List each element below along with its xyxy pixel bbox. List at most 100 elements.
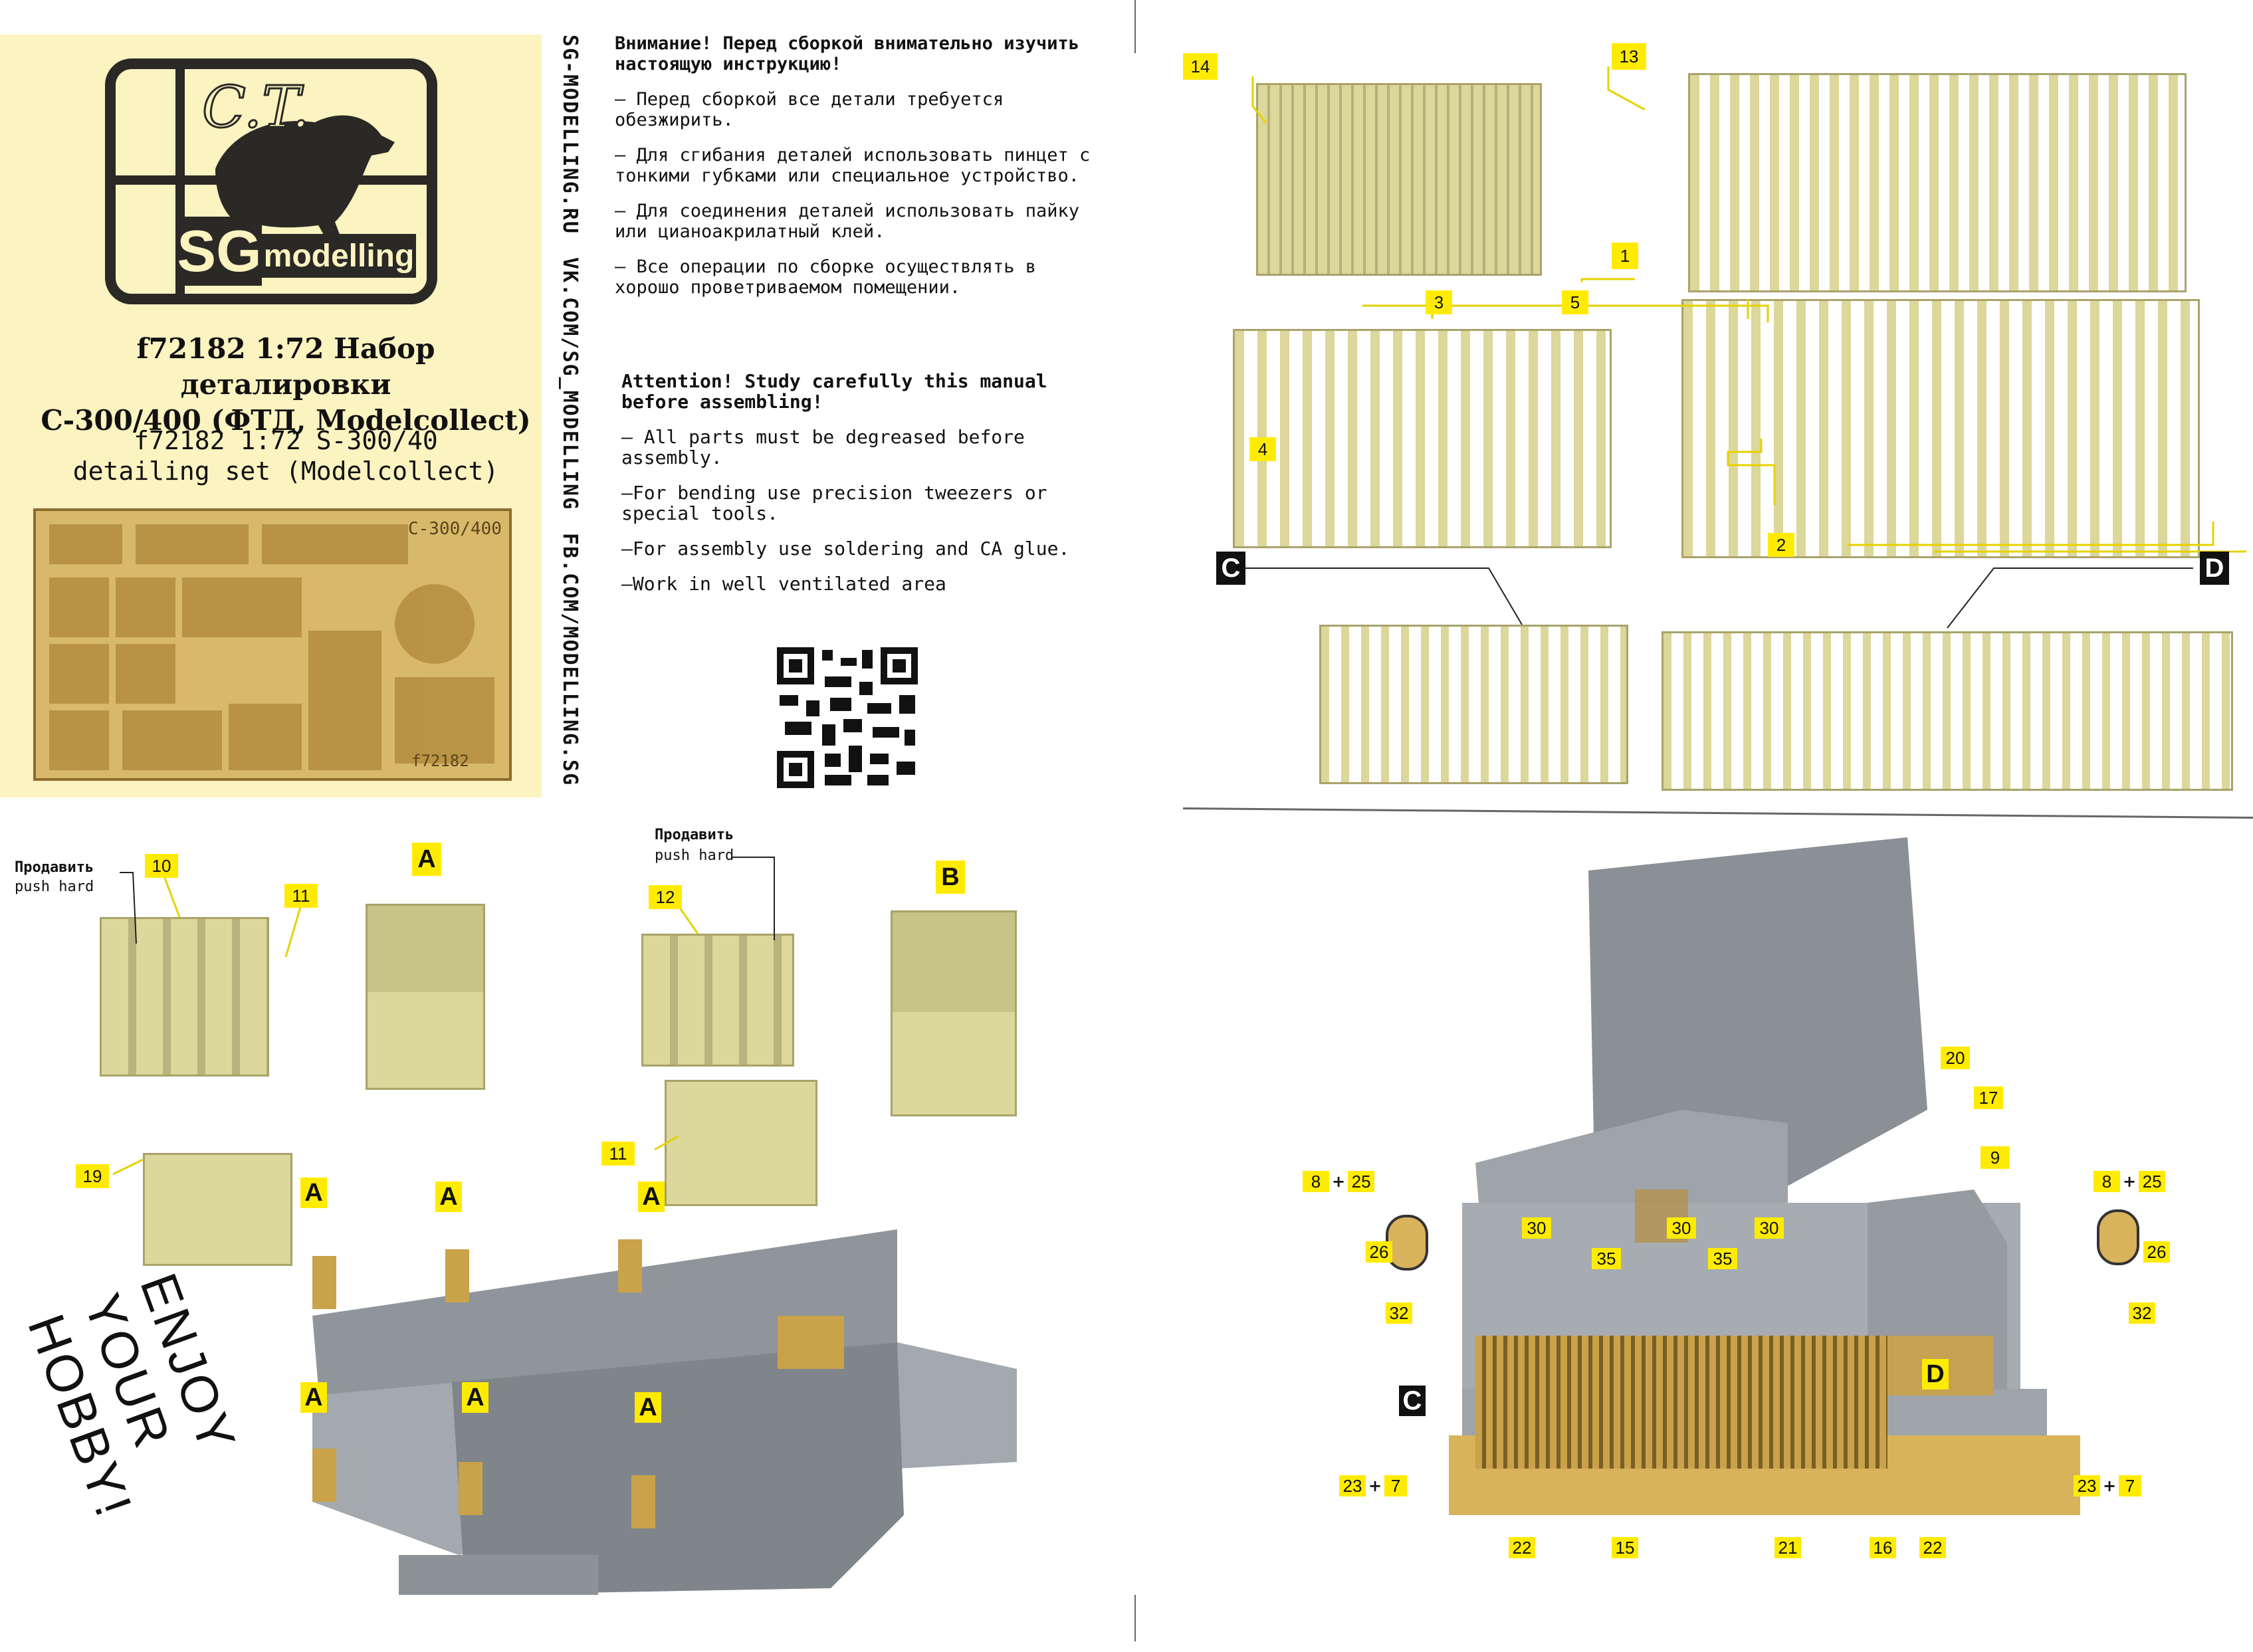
title-en-line1: f72182 1:72 S-300/40 bbox=[134, 426, 438, 455]
slogan-block: ENJOY YOUR HOBBY! bbox=[17, 1236, 247, 1582]
push-note-en-left: push hard bbox=[15, 878, 94, 895]
flaps-diagram: Продавить push hard Продавить push hard … bbox=[0, 824, 1037, 1266]
callout-7: 7 bbox=[2119, 1475, 2142, 1497]
instruction-en-item: – All parts must be degreased before ass… bbox=[621, 426, 1025, 468]
callout-25: 25 bbox=[1348, 1171, 1375, 1192]
part-10-flap bbox=[100, 917, 269, 1077]
instructions-en-heading: Attention! Study carefully this manual b… bbox=[621, 370, 1047, 413]
callout-8: 8 bbox=[1303, 1171, 1329, 1192]
callout-16: 16 bbox=[1870, 1537, 1896, 1558]
part-19-plate bbox=[143, 1153, 292, 1266]
callout-21: 21 bbox=[1774, 1537, 1801, 1558]
callout-group-23-7-left: 23 + 7 bbox=[1339, 1475, 1408, 1497]
instructions-ru: Внимание! Перед сборкой внимательно изуч… bbox=[615, 33, 1093, 298]
callout-group-23-7-right: 23 + 7 bbox=[2074, 1475, 2142, 1497]
callout-35: 35 bbox=[1592, 1248, 1621, 1269]
website-link[interactable]: SG-MODELLING.RU bbox=[558, 35, 582, 235]
left-mirror bbox=[1386, 1215, 1428, 1271]
vk-link[interactable]: VK.COM/SG_MODELLING bbox=[558, 257, 582, 511]
instruction-ru-item: – Перед сборкой все детали требуется обе… bbox=[615, 89, 1004, 130]
contact-sidebar: SG-MODELLING.RU VK.COM/SG_MODELLING FB.C… bbox=[558, 35, 582, 799]
callout-32-left: 32 bbox=[1386, 1302, 1412, 1324]
instructions-ru-heading: Внимание! Перед сборкой внимательно изуч… bbox=[615, 33, 1079, 74]
part-11-plate bbox=[665, 1080, 817, 1206]
callout-32-right: 32 bbox=[2129, 1302, 2155, 1324]
title-en: f72182 1:72 S-300/40 detailing set (Mode… bbox=[33, 425, 538, 486]
title-ru-line2: С-300/400 (ФТД, Modelcollect) bbox=[41, 404, 531, 437]
title-ru: f72182 1:72 Набор деталировки С-300/400 … bbox=[33, 331, 538, 439]
logo-sg: SG bbox=[177, 217, 262, 286]
callout-23: 23 bbox=[2074, 1475, 2100, 1497]
push-note-ru-left: Продавить bbox=[15, 859, 94, 876]
flap-leader-lines bbox=[112, 857, 775, 1176]
callout-13: 13 bbox=[1612, 43, 1646, 70]
part-13-grille bbox=[1688, 73, 2187, 292]
callout-plus: + bbox=[1332, 1172, 1346, 1191]
chassis-illustration bbox=[312, 1229, 1017, 1595]
qr-code-icon[interactable] bbox=[774, 645, 920, 791]
callout-12: 12 bbox=[649, 885, 682, 909]
instruction-en-item: –For assembly use soldering and CA glue. bbox=[621, 538, 1070, 560]
callout-10: 10 bbox=[145, 854, 178, 878]
assembly-c-grille bbox=[1319, 625, 1628, 784]
instruction-ru-item: – Для соединения деталей использовать па… bbox=[615, 201, 1079, 242]
callout-22: 22 bbox=[1919, 1537, 1946, 1558]
callout-19: 19 bbox=[76, 1164, 109, 1188]
letter-b: B bbox=[936, 861, 965, 894]
callout-30: 30 bbox=[1755, 1217, 1784, 1239]
callout-25: 25 bbox=[2139, 1171, 2166, 1192]
callout-22: 22 bbox=[1509, 1537, 1535, 1558]
instructions-en: Attention! Study carefully this manual b… bbox=[621, 371, 1100, 594]
letter-a: A bbox=[435, 1182, 462, 1212]
callout-3: 3 bbox=[1426, 290, 1452, 314]
callout-1: 1 bbox=[1612, 243, 1638, 269]
grille-diagram: 14 13 1 3 5 4 2 C D bbox=[1183, 27, 2246, 797]
fitted-flap bbox=[618, 1239, 642, 1292]
fret-parts-illustration bbox=[49, 524, 494, 770]
callout-15: 15 bbox=[1612, 1537, 1638, 1558]
page-divider bbox=[1134, 1595, 1136, 1641]
callout-26-right: 26 bbox=[2143, 1241, 2170, 1263]
truck-photo: 20 17 9 8 + 25 8 + 25 26 26 32 32 30 30 … bbox=[1303, 831, 2253, 1641]
letter-a: A bbox=[300, 1382, 327, 1413]
callout-11: 11 bbox=[284, 884, 318, 908]
callout-group-8-25-left: 8 + 25 bbox=[1303, 1171, 1375, 1192]
section-divider bbox=[1182, 807, 2253, 819]
fitted-flap bbox=[459, 1462, 483, 1515]
instruction-en-item: –For bending use precision tweezers or s… bbox=[621, 482, 1047, 524]
logo-script: C.T. bbox=[201, 74, 310, 142]
fret-code: f72182 bbox=[411, 752, 469, 770]
letter-a: A bbox=[412, 843, 441, 876]
letter-c: C bbox=[1399, 1386, 1426, 1416]
sg-logo: C.T. SG modelling bbox=[105, 58, 437, 304]
fret-mark: С-300/400 bbox=[408, 519, 502, 539]
callout-11-right: 11 bbox=[601, 1142, 635, 1166]
logo-modelling: modelling bbox=[262, 234, 416, 278]
callout-plus: + bbox=[2123, 1172, 2137, 1191]
title-ru-line1: f72182 1:72 Набор деталировки bbox=[136, 332, 435, 401]
fitted-flap bbox=[445, 1249, 469, 1302]
callout-9: 9 bbox=[1981, 1146, 2010, 1169]
fitted-flap bbox=[312, 1256, 336, 1309]
push-note-en-right: push hard bbox=[655, 847, 734, 864]
facebook-link[interactable]: FB.COM/MODELLING.SG bbox=[558, 533, 582, 787]
letter-a: A bbox=[462, 1382, 488, 1413]
callout-30: 30 bbox=[1522, 1217, 1551, 1239]
right-mirror bbox=[2097, 1209, 2139, 1265]
letter-d: D bbox=[2200, 552, 2229, 585]
instruction-ru-item: – Все операции по сборке осуществлять в … bbox=[615, 257, 1036, 298]
callout-4: 4 bbox=[1249, 437, 1276, 461]
letter-a: A bbox=[635, 1392, 661, 1423]
instruction-ru-item: – Для сгибания деталей использовать пинц… bbox=[615, 145, 1091, 186]
callout-8: 8 bbox=[2093, 1171, 2120, 1192]
part-12-flap bbox=[641, 934, 794, 1067]
part-3-grille bbox=[1233, 329, 1612, 548]
callout-35: 35 bbox=[1708, 1248, 1737, 1269]
letter-c: C bbox=[1216, 552, 1245, 585]
callout-30: 30 bbox=[1667, 1217, 1696, 1239]
instruction-en-item: –Work in well ventilated area bbox=[621, 573, 946, 595]
truck-illustration bbox=[1449, 837, 2080, 1515]
callout-group-8-25-right: 8 + 25 bbox=[2093, 1171, 2166, 1192]
callout-26-left: 26 bbox=[1366, 1241, 1392, 1263]
callout-7: 7 bbox=[1384, 1475, 1408, 1497]
